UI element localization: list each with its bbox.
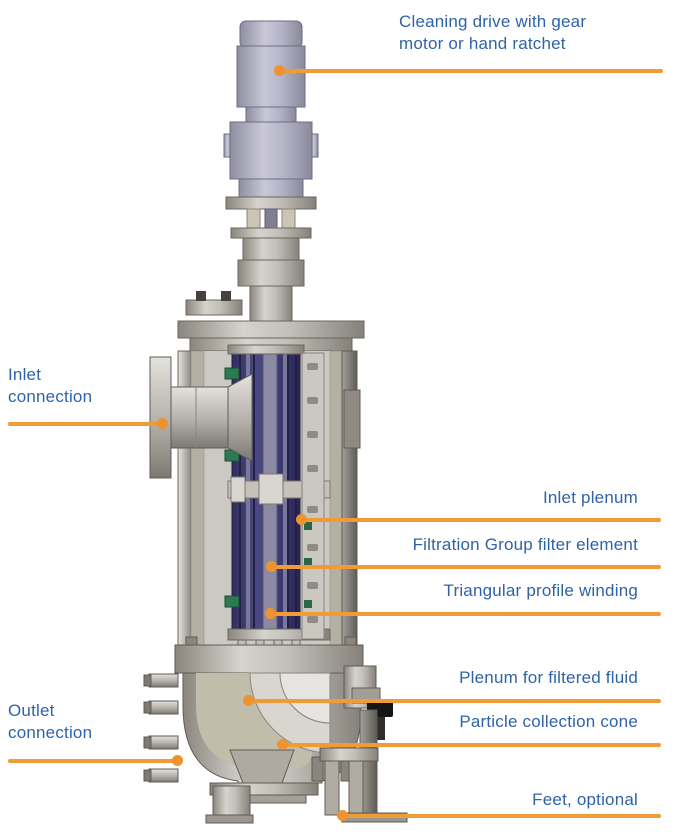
- leader-line-cleaning-drive: [280, 69, 663, 73]
- label-filtered-plenum: Plenum for filtered fluid: [459, 668, 638, 687]
- leader-line-inlet-plenum: [302, 518, 661, 522]
- leader-dot-collection-cone: [277, 739, 288, 750]
- label-inlet-connection: Inlet connection: [8, 365, 93, 406]
- inlet-nozzle: [149, 356, 253, 479]
- label-filter-element: Filtration Group filter element: [412, 535, 638, 554]
- outlet-stub-nozzles: [143, 673, 179, 783]
- label-collection-cone: Particle collection cone: [459, 712, 638, 731]
- leader-dot-cleaning-drive: [274, 65, 285, 76]
- leader-line-outlet-connection: [8, 759, 178, 763]
- leader-dot-profile-winding: [265, 608, 276, 619]
- leader-dot-filter-element: [266, 561, 277, 572]
- gear-motor: [223, 20, 319, 198]
- leader-line-feet: [343, 814, 661, 818]
- leader-dot-inlet-connection: [157, 418, 168, 429]
- label-inlet-plenum: Inlet plenum: [542, 488, 638, 507]
- leader-line-filter-element: [272, 565, 661, 569]
- leader-line-collection-cone: [283, 743, 661, 747]
- leader-dot-filtered-plenum: [243, 695, 254, 706]
- leader-dot-outlet-connection: [172, 755, 183, 766]
- left-leg: [212, 785, 251, 817]
- leader-line-inlet-connection: [8, 422, 165, 426]
- leader-dot-inlet-plenum: [296, 514, 307, 525]
- label-cleaning-drive: Cleaning drive with gear motor or hand r…: [399, 12, 587, 53]
- label-feet: Feet, optional: [532, 790, 638, 809]
- inlet-plenum-tube: [301, 352, 325, 640]
- label-profile-winding: Triangular profile winding: [443, 581, 638, 600]
- side-bracket: [343, 389, 361, 449]
- drive-shaft-assembly: [185, 196, 317, 330]
- leader-line-filtered-plenum: [249, 699, 661, 703]
- leader-dot-feet: [337, 810, 348, 821]
- leader-line-profile-winding: [271, 612, 661, 616]
- label-outlet-connection: Outlet connection: [8, 701, 93, 742]
